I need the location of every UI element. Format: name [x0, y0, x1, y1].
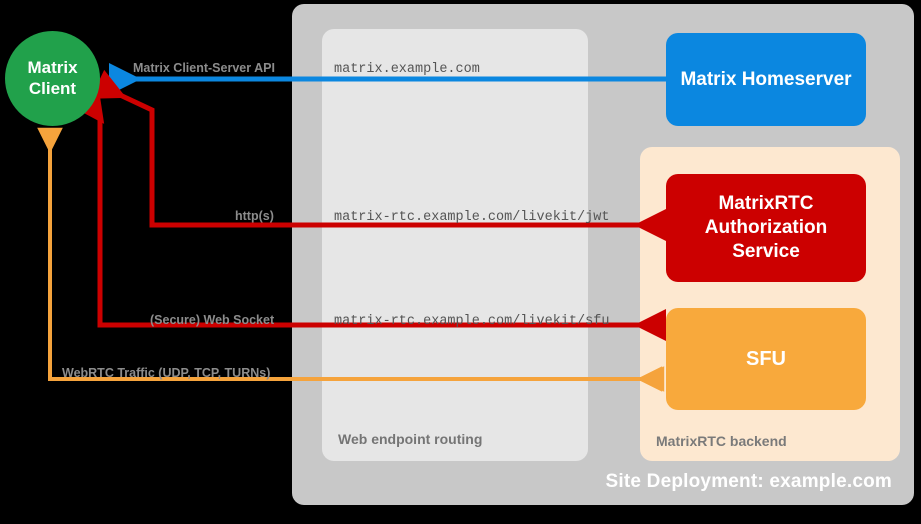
web-endpoint-routing-label: Web endpoint routing: [338, 431, 483, 447]
arrow-http: [90, 69, 660, 228]
endpoint-label-homeserver: matrix.example.com: [334, 62, 480, 77]
endpoint-label-sfu: matrix-rtc.example.com/livekit/sfu: [334, 314, 610, 329]
site-deployment-label: Site Deployment: example.com: [605, 471, 892, 492]
matrix-client-label-line1: Matrix: [27, 58, 78, 78]
matrixrtc-backend-label: MatrixRTC backend: [656, 433, 787, 449]
arrow-websocket: [72, 88, 660, 328]
matrix-client-label-line2: Client: [28, 78, 77, 98]
web-endpoint-routing-container: Web endpoint routing: [322, 29, 588, 461]
node-sfu[interactable]: SFU: [666, 308, 866, 410]
protocol-label-webrtc: WebRTC Traffic (UDP, TCP, TURNs): [62, 366, 271, 380]
authorization-service-label: MatrixRTC Authorization Service: [704, 193, 828, 262]
protocol-label-websocket: (Secure) Web Socket: [150, 313, 275, 327]
protocol-label-client-server-api: Matrix Client-Server API: [133, 61, 275, 75]
node-matrix-client[interactable]: Matrix Client: [5, 31, 100, 126]
arrow-webrtc-to-sfu: [48, 130, 663, 392]
node-matrixrtc-authorization-service[interactable]: MatrixRTC Authorization Service: [666, 174, 866, 282]
endpoint-label-jwt: matrix-rtc.example.com/livekit/jwt: [334, 210, 610, 225]
node-matrix-homeserver[interactable]: Matrix Homeserver: [666, 33, 866, 126]
protocol-label-http: http(s): [235, 209, 274, 223]
